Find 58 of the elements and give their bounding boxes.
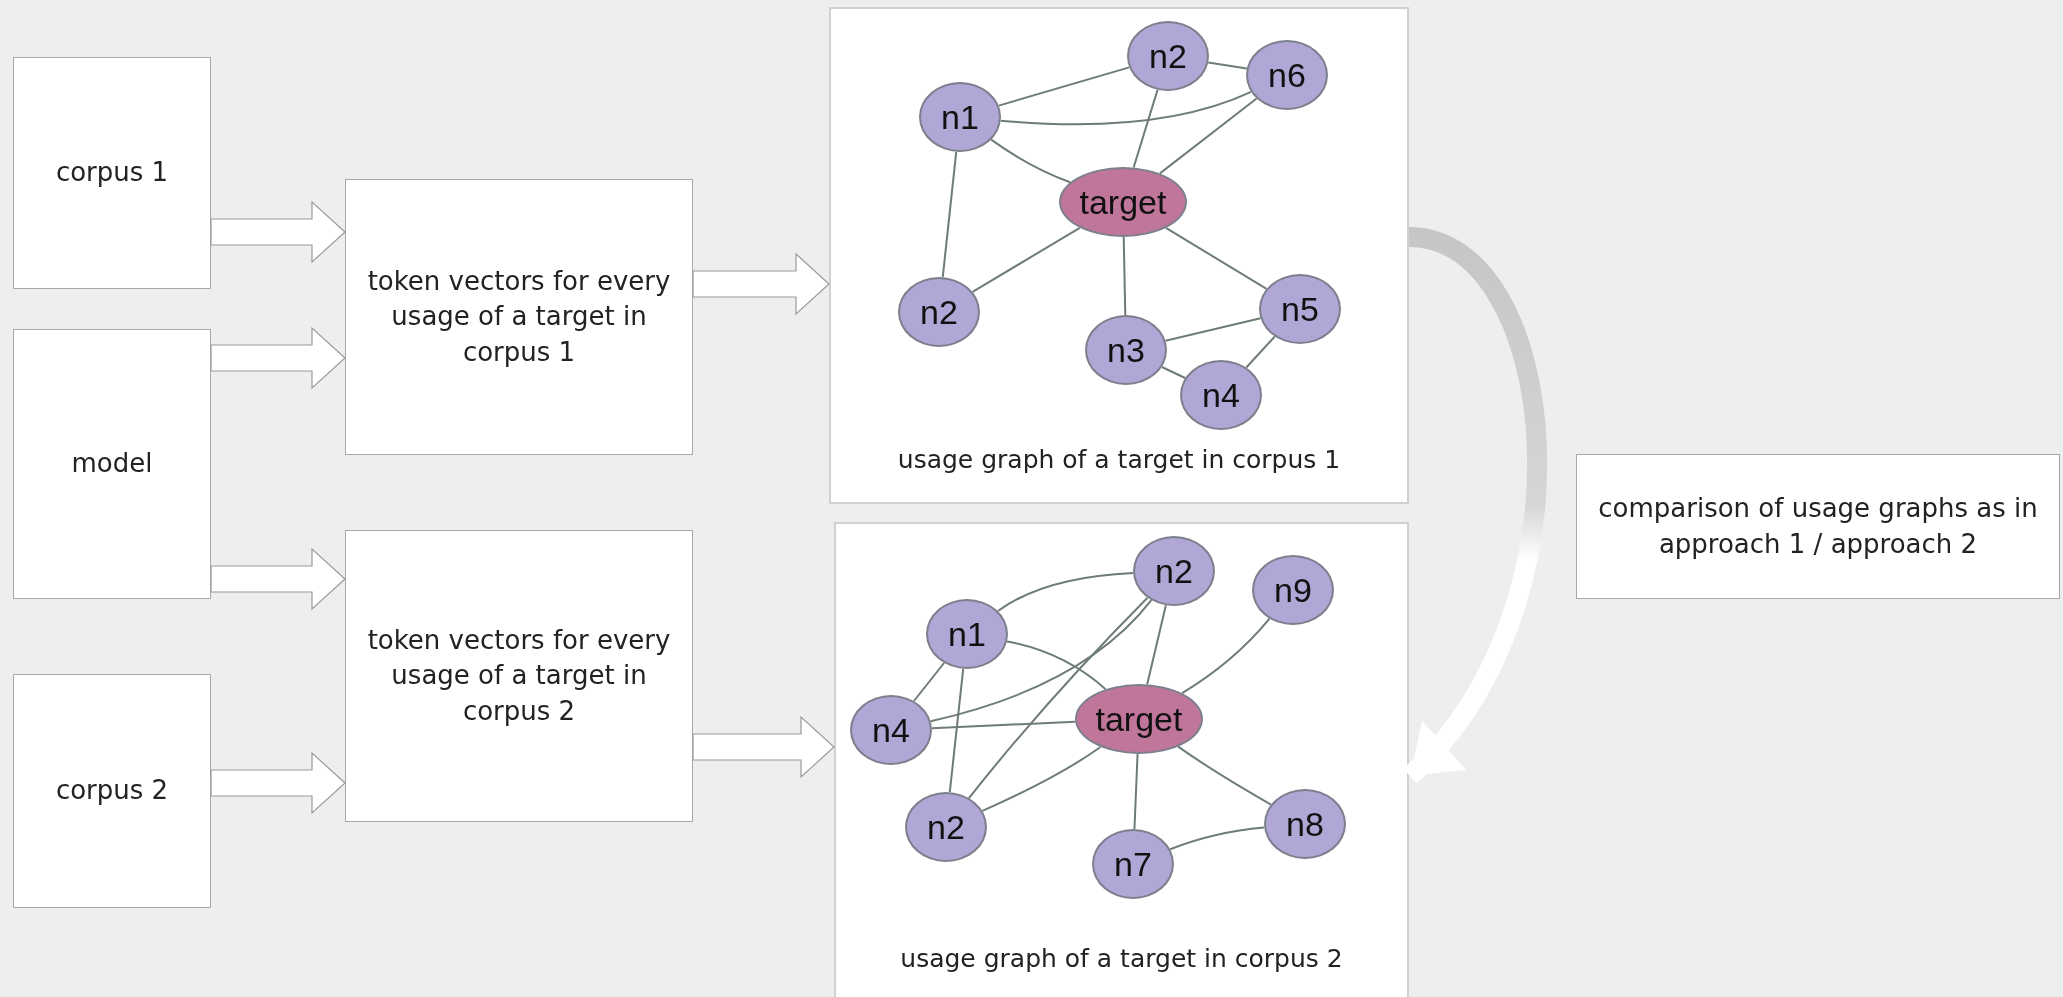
graph-node: n2 xyxy=(1133,536,1215,606)
process-box: model xyxy=(13,329,211,599)
block-arrow xyxy=(210,547,346,611)
graph-edge xyxy=(948,667,965,794)
block-arrow xyxy=(210,326,346,390)
graph-edge xyxy=(1164,317,1262,342)
graph-edge xyxy=(929,599,1153,723)
graph-node: n5 xyxy=(1259,274,1341,344)
graph-edge xyxy=(999,90,1253,126)
graph-edge xyxy=(981,745,1102,812)
graph-panel xyxy=(834,522,1409,997)
graph-edge xyxy=(1169,826,1266,851)
graph-edge xyxy=(1146,604,1167,686)
panel-caption: usage graph of a target in corpus 2 xyxy=(900,944,1343,973)
process-box: token vectors for every usage of a target in corpus 2 xyxy=(345,530,693,822)
graph-node: n2 xyxy=(905,792,987,862)
graph-edge xyxy=(967,596,1149,799)
graph-node: n6 xyxy=(1246,40,1328,110)
graph-edge xyxy=(930,720,1077,730)
graph-edge xyxy=(1158,97,1258,175)
graph-node: n2 xyxy=(1127,21,1209,91)
process-box: comparison of usage graphs as in approach 1 / approach 2 xyxy=(1576,454,2060,599)
graph-edge xyxy=(1207,61,1248,70)
block-arrow xyxy=(210,751,346,815)
graph-edge xyxy=(912,662,946,702)
graph-node: n3 xyxy=(1085,315,1167,385)
process-box: corpus 2 xyxy=(13,674,211,908)
block-arrow xyxy=(692,252,830,316)
target-node: target xyxy=(1059,167,1187,237)
process-box: corpus 1 xyxy=(13,57,211,289)
graph-edge xyxy=(1133,753,1139,830)
graph-node: n9 xyxy=(1252,555,1334,625)
graph-edge xyxy=(1245,335,1276,369)
graph-node: n2 xyxy=(898,277,980,347)
graph-panel xyxy=(829,7,1409,504)
graph-edge xyxy=(1132,88,1159,169)
graph-node: n7 xyxy=(1092,829,1174,899)
graph-edge xyxy=(990,138,1072,184)
graph-node: n4 xyxy=(850,695,932,765)
graph-edge xyxy=(1177,745,1272,806)
block-arrow xyxy=(692,715,835,779)
graph-edge xyxy=(1160,366,1187,379)
graph-node: n1 xyxy=(926,599,1008,669)
graph-edge xyxy=(971,226,1081,293)
graph-edge xyxy=(997,571,1135,613)
panel-caption: usage graph of a target in corpus 1 xyxy=(897,445,1341,474)
graph-node: n8 xyxy=(1264,789,1346,859)
graph-edge xyxy=(1164,226,1268,290)
graph-node: n4 xyxy=(1180,360,1262,430)
graph-edge xyxy=(941,150,958,279)
graph-edge xyxy=(1006,640,1107,691)
block-arrow xyxy=(210,200,346,264)
graph-edge xyxy=(1181,617,1271,695)
target-node: target xyxy=(1075,684,1203,754)
graph-edge xyxy=(1122,236,1127,316)
process-box: token vectors for every usage of a target in corpus 1 xyxy=(345,179,693,455)
graph-node: n1 xyxy=(919,82,1001,152)
graph-edge xyxy=(997,66,1131,107)
